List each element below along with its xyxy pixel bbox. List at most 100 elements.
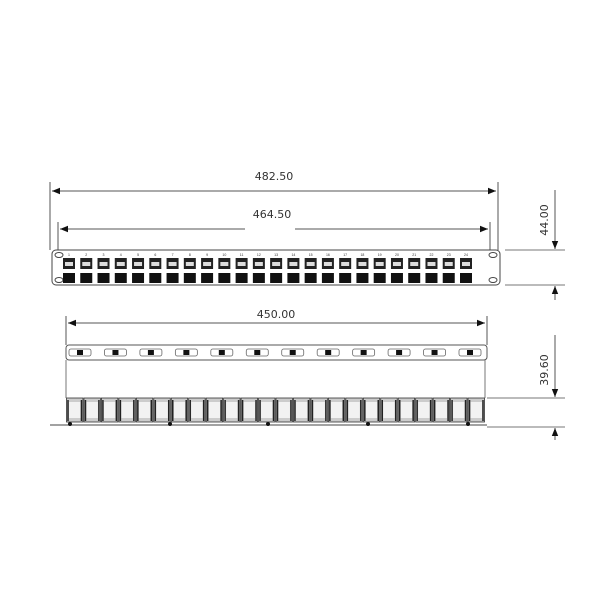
rj45-port: 16 [321, 253, 334, 283]
label-block [80, 273, 93, 283]
mounting-width-label: 464.50 [253, 208, 292, 221]
body-width-label: 450.00 [257, 308, 296, 321]
port-opening [392, 262, 401, 266]
rear-connector [240, 397, 258, 423]
port-opening [254, 262, 263, 266]
port-opening [306, 262, 315, 266]
rj45-port: 6 [149, 253, 162, 283]
port-number-label: 8 [189, 253, 191, 257]
rj45-port: 5 [132, 253, 145, 283]
port-number-label: 11 [240, 253, 244, 257]
rear-connector [135, 397, 154, 423]
port-number-label: 20 [395, 253, 399, 257]
screw-dot [168, 422, 172, 426]
rj45-port: 20 [390, 253, 403, 283]
rj45-port: 15 [304, 253, 317, 283]
port-opening [427, 262, 436, 266]
rj45-port: 17 [339, 253, 352, 283]
screw-dot [366, 422, 370, 426]
led-slot [387, 348, 411, 357]
led-slot [423, 348, 446, 357]
rear-connector [432, 397, 450, 423]
rear-connector [275, 397, 293, 423]
led-slot [68, 348, 92, 357]
label-block [166, 273, 179, 283]
port-opening [462, 262, 470, 266]
rj45-port: 8 [183, 253, 196, 283]
rear-connector [258, 397, 276, 423]
label-block [339, 273, 352, 283]
label-block [460, 273, 472, 283]
overall-width-label: 482.50 [255, 170, 294, 183]
rear-connector [223, 397, 241, 423]
label-block [132, 273, 145, 283]
rj45-port: 9 [201, 253, 214, 283]
port-number-label: 12 [257, 253, 261, 257]
label-block [201, 273, 214, 283]
port-number-label: 21 [412, 253, 416, 257]
rj45-port: 12 [252, 253, 265, 283]
rj45-port: 21 [408, 253, 421, 283]
label-block [408, 273, 421, 283]
port-number-label: 24 [464, 253, 468, 257]
port-opening [116, 262, 125, 266]
port-opening [65, 262, 73, 266]
label-block [442, 273, 455, 283]
port-opening [375, 262, 384, 266]
rear-connector [362, 397, 381, 423]
dimension-height: 44.00 [505, 190, 565, 300]
port-opening [341, 262, 350, 266]
height-label: 44.00 [538, 204, 551, 236]
label-block [373, 273, 386, 283]
rj45-port: 1 [63, 253, 75, 283]
rj45-port: 23 [442, 253, 455, 283]
dimension-body-width: 450.00 [65, 308, 488, 345]
port-opening [82, 262, 91, 266]
rear-connector [380, 397, 398, 423]
rear-connector [83, 397, 101, 423]
label-block [270, 273, 283, 283]
dimension-overall-width: 482.50 [49, 170, 499, 250]
rear-connector [101, 397, 119, 423]
label-block [218, 273, 231, 283]
port-opening [134, 262, 143, 266]
port-number-label: 6 [154, 253, 156, 257]
port-opening [289, 262, 298, 266]
rear-connector [450, 397, 468, 423]
label-block [304, 273, 317, 283]
rear-connector [153, 397, 171, 423]
label-block [425, 273, 438, 283]
dimension-mounting-width: 464.50 [57, 208, 491, 250]
rear-connector [205, 397, 224, 423]
label-block [252, 273, 265, 283]
rj45-port: 4 [114, 253, 127, 283]
port-opening [237, 262, 246, 266]
label-block [356, 273, 369, 283]
rear-connector [188, 397, 206, 423]
port-number-label: 22 [430, 253, 434, 257]
port-opening [358, 262, 367, 266]
label-block [390, 273, 403, 283]
port-number-label: 7 [172, 253, 174, 257]
port-number-label: 3 [103, 253, 105, 257]
port-opening [410, 262, 419, 266]
port-number-label: 1 [68, 253, 70, 257]
port-opening [220, 262, 229, 266]
led-slot [104, 348, 127, 357]
port-number-label: 10 [222, 253, 226, 257]
rj45-port: 7 [166, 253, 179, 283]
led-slot [316, 348, 340, 357]
port-opening [185, 262, 194, 266]
rear-connector [118, 397, 136, 423]
rear-connector [66, 397, 84, 423]
port-opening [203, 262, 212, 266]
rj45-port: 19 [373, 253, 386, 283]
rj45-port: 3 [97, 253, 110, 283]
port-number-label: 4 [120, 253, 122, 257]
label-block [183, 273, 196, 283]
rj45-port: 22 [425, 253, 438, 283]
port-number-label: 19 [378, 253, 382, 257]
led-slot [210, 348, 234, 357]
